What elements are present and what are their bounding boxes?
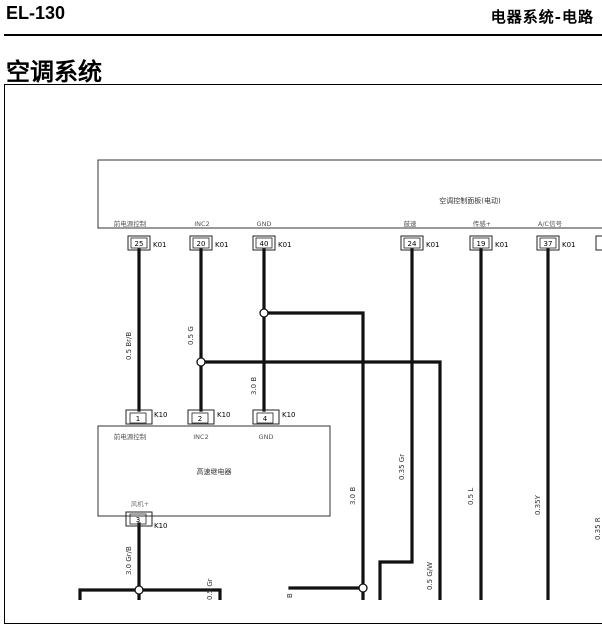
panel-pin-19: 19 K01: [469, 235, 509, 251]
panel-pin-label: 传感+: [473, 219, 491, 228]
panel-pin-25: 25 K01: [127, 235, 167, 251]
pin-number: 19: [477, 240, 486, 248]
pin-number: 1: [136, 415, 140, 423]
pin-number: 3: [136, 516, 140, 524]
connector-id: K01: [278, 241, 292, 249]
wire-label: 3.0 B: [250, 377, 258, 395]
connector-id: K01: [426, 241, 440, 249]
pin-number: 20: [197, 240, 206, 248]
connector-id: K10: [282, 411, 296, 419]
panel-pin-label: INC2: [194, 220, 209, 228]
page-title: 空调系统: [6, 58, 102, 86]
panel-pin-label: 鼓速: [404, 219, 418, 228]
wire-label: 0.5 Br/B: [125, 332, 133, 360]
panel-pin-40: 40 K01: [252, 235, 292, 251]
panel-pin-label: A/C信号: [538, 219, 563, 228]
panel-pin-24: 24 K01: [400, 235, 440, 251]
pin-number: 24: [408, 240, 417, 248]
wire-label: 0.5 Gr: [206, 578, 214, 600]
connector-id: K10: [217, 411, 231, 419]
relay-pin-label: GND: [259, 433, 274, 441]
wire-label: 3.0 Gr/B: [125, 546, 133, 575]
relay-name: 高速继电器: [197, 467, 232, 476]
connector-id: K01: [215, 241, 229, 249]
relay-box: [97, 425, 331, 517]
panel-pin-label: GND: [257, 220, 272, 228]
connector-id: K10: [154, 411, 168, 419]
page-code: EL-130: [6, 3, 66, 23]
wire-label: 0.35 Gr: [398, 454, 406, 480]
connector-id: K10: [154, 522, 168, 530]
wire-label: 0.5 G/W: [426, 562, 434, 590]
panel-pin-37: 37 K01: [536, 235, 576, 251]
relay-pin-4: 4 K10: [252, 409, 296, 425]
pin-number: 37: [544, 240, 553, 248]
pin-number: 25: [135, 240, 144, 248]
control-panel-name: 空调控制面板(电动): [439, 196, 501, 205]
pin-number: 40: [260, 240, 269, 248]
wire-label: 0.35Y: [534, 494, 542, 515]
relay-pin-label: 前电源控制: [114, 432, 147, 441]
wire-label: 0.35 R: [594, 517, 602, 540]
connector-id: K01: [495, 241, 509, 249]
pin-number: 2: [198, 415, 202, 423]
pin-number: 4: [263, 415, 268, 423]
relay-pin-3: 3 K10: [125, 511, 168, 530]
panel-pin-label: 前电源控制: [114, 219, 147, 228]
relay-pin-1: 1 K10: [125, 409, 168, 425]
relay-pin-label: INC2: [193, 433, 208, 441]
connector-id: K01: [562, 241, 576, 249]
relay-pin-label: 风机+: [131, 499, 149, 508]
wire-label: 0.5 G: [187, 326, 195, 345]
wiring-diagram: 空调控制面板(电动) 前电源控制 INC2 GND 鼓速 传感+ A/C信号 2…: [78, 159, 602, 600]
connector-id: K01: [153, 241, 167, 249]
wire-label: 3.0 B: [349, 487, 357, 505]
wire-label: B: [286, 593, 294, 598]
section-title: 电器系统-电路: [490, 8, 594, 26]
control-panel-box: [97, 159, 602, 229]
header-rule: [4, 34, 602, 36]
wire-label: 0.5 L: [467, 488, 475, 505]
panel-pin-20: 20 K01: [189, 235, 229, 251]
relay-pin-2: 2 K10: [187, 409, 231, 425]
